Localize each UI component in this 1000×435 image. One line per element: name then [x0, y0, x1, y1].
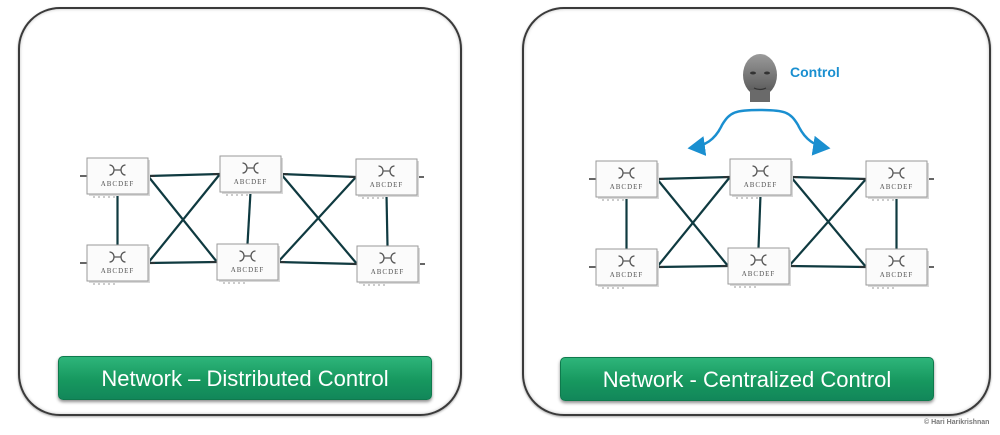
network-switch: ABCDEF: [721, 247, 796, 288]
distributed-control-caption: Network – Distributed Control: [58, 356, 432, 400]
network-switch: ABCDEF: [80, 244, 155, 285]
switch-label: ABCDEF: [101, 267, 135, 275]
network-switch: ABCDEF: [210, 243, 285, 284]
network-switch: ABCDEF: [859, 248, 934, 289]
switch-icon: [379, 252, 396, 264]
copyright-credit: © Hari Harikrishnan: [924, 419, 990, 426]
links-centralized: [625, 175, 898, 269]
switch-icon: [888, 167, 905, 179]
switch-label: ABCDEF: [742, 270, 776, 278]
switch-label: ABCDEF: [610, 271, 644, 279]
switch-label: ABCDEF: [371, 268, 405, 276]
network-link: [147, 172, 221, 178]
switch-icon: [109, 251, 126, 263]
network-link: [656, 264, 729, 269]
network-link: [788, 178, 867, 267]
switch-icon: [618, 167, 635, 179]
network-link: [757, 194, 762, 249]
switch-label: ABCDEF: [234, 178, 268, 186]
network-link: [280, 173, 358, 265]
network-switch: ABCDEF: [350, 245, 425, 286]
control-arrow-right: [759, 108, 831, 156]
network-link: [656, 176, 731, 268]
network-switch: ABCDEF: [859, 160, 934, 201]
network-link: [147, 260, 218, 265]
network-link: [788, 264, 867, 269]
network-link: [277, 260, 358, 266]
switch-label: ABCDEF: [231, 266, 265, 274]
switch-label: ABCDEF: [610, 183, 644, 191]
switch-label: ABCDEF: [880, 183, 914, 191]
switches-distributed: ABCDEF ABCDEF ABCDEF ABCDEF ABCDEF ABCDEF: [80, 155, 425, 286]
network-switch: ABCDEF: [349, 158, 424, 199]
network-link: [385, 194, 389, 247]
network-link: [246, 191, 252, 245]
control-label: Control: [790, 64, 840, 80]
network-switch: ABCDEF: [589, 248, 664, 289]
switch-label: ABCDEF: [101, 180, 135, 188]
network-link: [147, 173, 221, 264]
network-switch: ABCDEF: [80, 157, 155, 198]
switch-icon: [239, 250, 256, 262]
network-link: [790, 175, 867, 181]
control-arrow-left: [687, 108, 761, 156]
switch-label: ABCDEF: [744, 181, 778, 189]
human-head-icon: [743, 54, 777, 102]
network-switch: ABCDEF: [213, 155, 288, 196]
switches-centralized: ABCDEF ABCDEF ABCDEF ABCDEF ABCDEF ABCDEF: [589, 158, 934, 289]
switch-icon: [888, 255, 905, 267]
network-link: [656, 175, 731, 181]
network-switch: ABCDEF: [723, 158, 798, 199]
centralized-control-caption: Network - Centralized Control: [560, 357, 934, 401]
switch-icon: [618, 255, 635, 267]
switch-icon: [752, 165, 769, 177]
switch-icon: [378, 165, 395, 177]
links-distributed: [116, 172, 389, 266]
switch-label: ABCDEF: [880, 271, 914, 279]
distributed-control-panel: [18, 7, 462, 416]
switch-icon: [750, 254, 767, 266]
network-link: [280, 172, 357, 179]
network-link: [277, 176, 357, 263]
switch-icon: [242, 162, 259, 174]
switch-icon: [109, 164, 126, 176]
network-switch: ABCDEF: [589, 160, 664, 201]
switch-label: ABCDEF: [370, 181, 404, 189]
